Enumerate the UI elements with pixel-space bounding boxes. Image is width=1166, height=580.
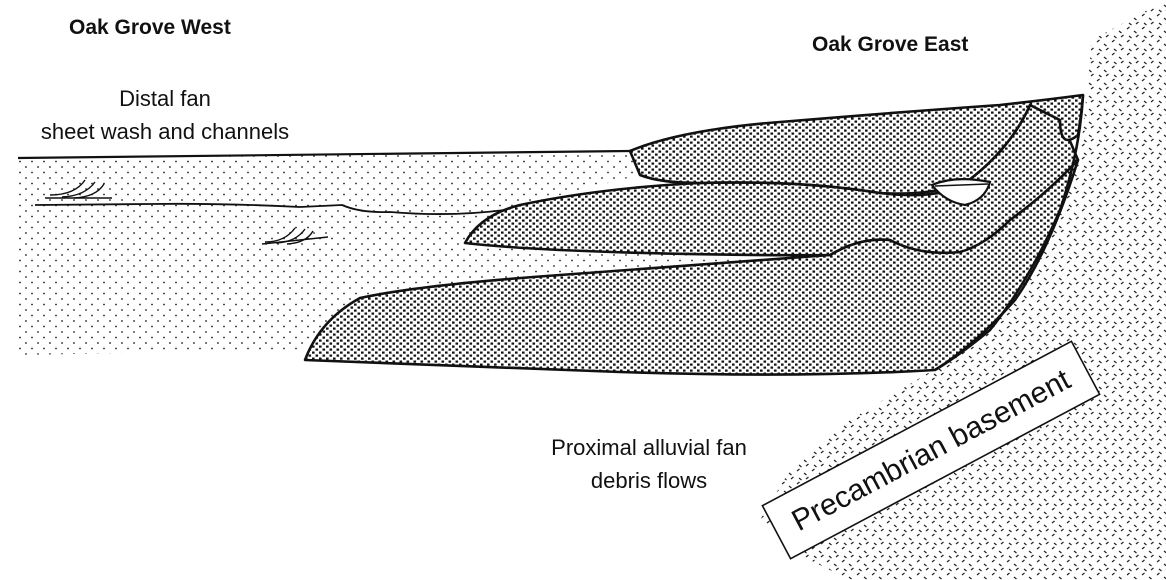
- debris-flows-label: debris flows: [591, 468, 707, 493]
- sheet-wash-label: sheet wash and channels: [41, 119, 289, 144]
- distal-fan-label: Distal fan: [119, 86, 211, 111]
- proximal-fan-label: Proximal alluvial fan: [551, 435, 747, 460]
- oak-grove-west-label: Oak Grove West: [69, 16, 231, 39]
- oak-grove-east-label: Oak Grove East: [812, 33, 968, 56]
